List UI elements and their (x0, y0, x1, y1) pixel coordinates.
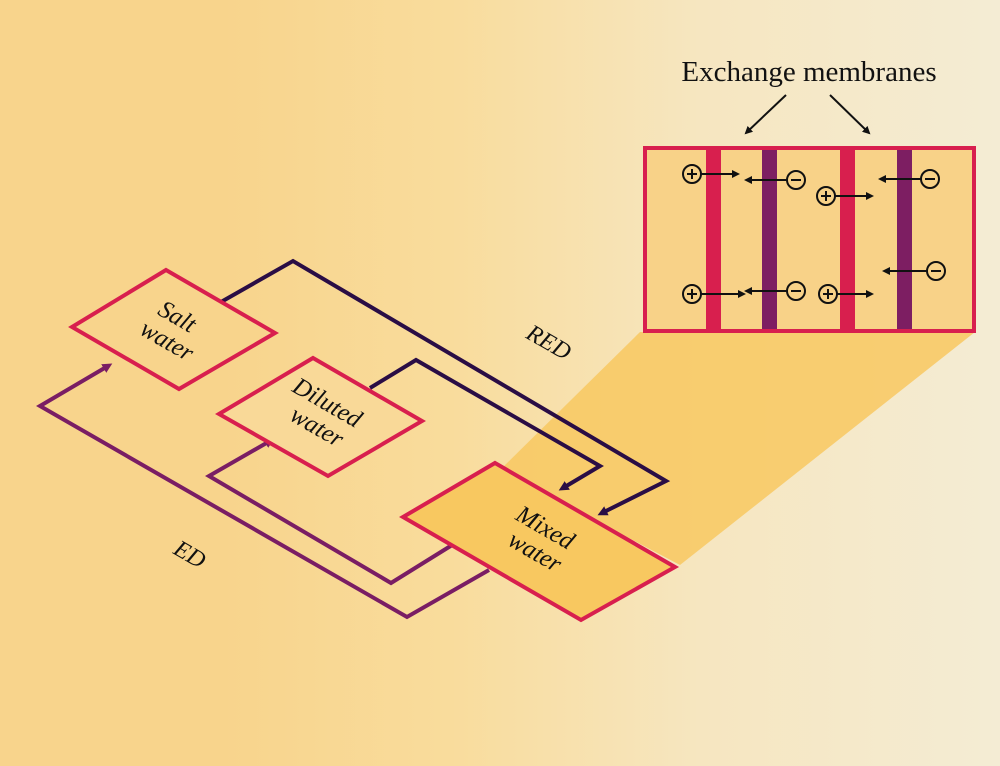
pointer-arrow-right (829, 94, 871, 135)
red-line-outer (220, 258, 671, 516)
cation-membrane-2 (840, 150, 855, 329)
ed-flow (36, 363, 490, 620)
cation-ion (818, 284, 874, 304)
cation-ion (816, 186, 874, 206)
mixed-water-box (399, 460, 680, 623)
anion-ion (882, 261, 946, 281)
exchange-membranes-title: Exchange membranes (681, 56, 936, 88)
anion-membrane-1 (762, 150, 777, 329)
pointer-arrow-left (744, 94, 787, 135)
ed-line-inner (205, 438, 459, 586)
anion-ion (744, 170, 806, 190)
cation-membrane-1 (706, 150, 721, 329)
cation-ion (682, 164, 740, 184)
anion-membrane-2 (897, 150, 912, 329)
red-flow-label: RED (521, 320, 575, 366)
diluted-water-box (215, 355, 426, 479)
cation-ion (682, 284, 746, 304)
salt-water-box (68, 267, 279, 392)
ed-line-outer (36, 363, 490, 620)
anion-ion (744, 281, 806, 301)
ion-group (682, 164, 946, 304)
red-line-inner (368, 357, 604, 491)
ed-flow-label: ED (168, 535, 210, 574)
red-flow (220, 258, 671, 516)
anion-ion (878, 169, 940, 189)
